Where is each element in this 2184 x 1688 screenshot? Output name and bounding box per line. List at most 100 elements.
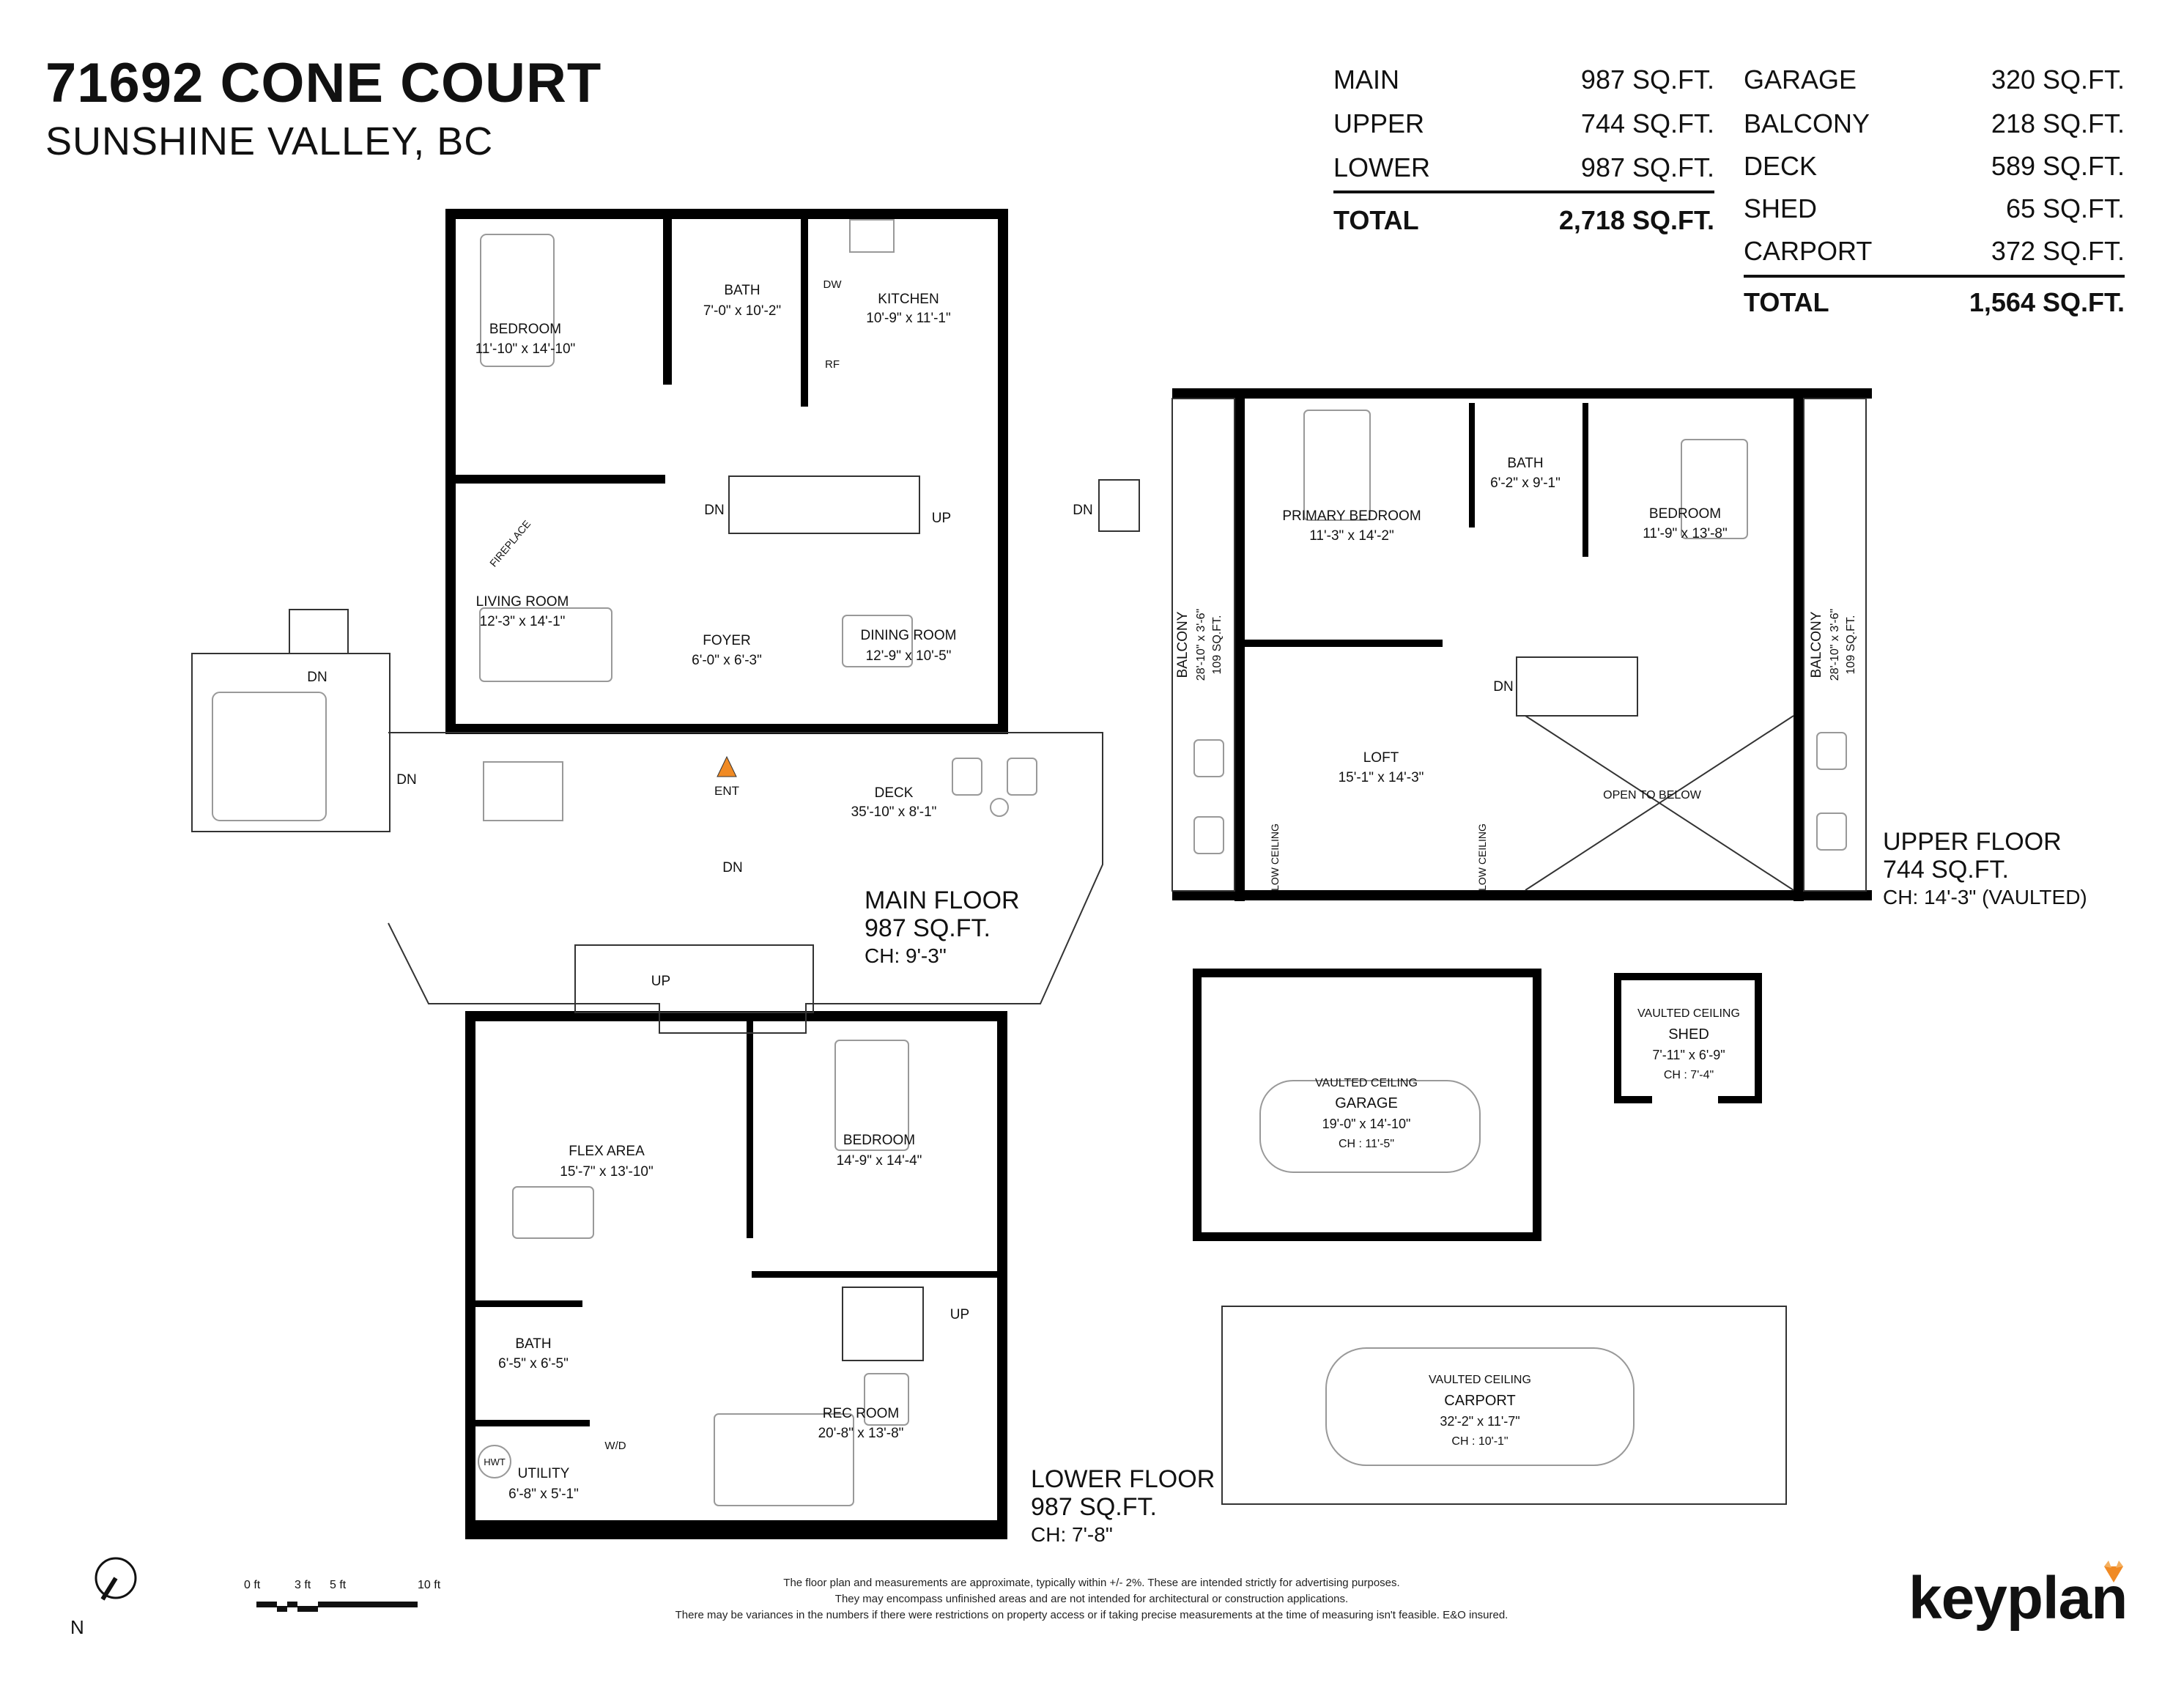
hot-water-tank-label: HWT: [484, 1456, 506, 1467]
summary-label: TOTAL: [1744, 287, 1829, 317]
brand-name: keyplan: [1909, 1565, 2128, 1632]
disclaimer-line: There may be variances in the numbers if…: [675, 1609, 1509, 1621]
chair-icon: [952, 758, 982, 796]
summary-value: 744 SQ.FT.: [1580, 108, 1714, 138]
summary-row-deck: DECK 589 SQ.FT.: [1744, 151, 2125, 186]
svg-text:28'-10" x 3'-6": 28'-10" x 3'-6": [1829, 609, 1841, 681]
balcony-right-outline: [1803, 398, 1867, 892]
sofa-icon: [479, 607, 612, 682]
summary-label: CARPORT: [1744, 236, 1873, 266]
room-name: BEDROOM: [843, 1133, 915, 1148]
room-dims: 12'-9" x 10'-5": [866, 648, 952, 664]
stairs-down-label: DN: [396, 772, 416, 788]
summary-value: 65 SQ.FT.: [2005, 193, 2125, 223]
outbuilding-labels: VAULTED CEILING GARAGE 19'-0" x 14'-10" …: [1315, 1007, 1740, 1448]
floor-name: UPPER FLOOR: [1883, 828, 2062, 856]
room-dims: 10'-9" x 11'-1": [866, 311, 950, 326]
summary-label: UPPER: [1333, 108, 1425, 138]
scale-bar: 0 ft 3 ft 5 ft 10 ft: [244, 1579, 441, 1612]
lower-floor-label: LOWER FLOOR 987 SQ.FT. CH: 7'-8": [1031, 1465, 1215, 1549]
summary-label: SHED: [1744, 193, 1818, 223]
carport-name: CARPORT: [1444, 1393, 1515, 1409]
room-dims: 35'-10" x 8'-1": [851, 804, 937, 820]
hot-water-tank-icon: [478, 1445, 511, 1478]
room-dims: 14'-9" x 14'-4": [837, 1153, 922, 1169]
svg-text:5 ft: 5 ft: [330, 1579, 347, 1591]
floor-ceiling: CH: 7'-8": [1031, 1523, 1113, 1546]
room-name: FOYER: [703, 633, 750, 648]
room-dims: 11'-10" x 14'-10": [475, 341, 576, 357]
outdoor-table-icon: [483, 761, 563, 821]
balcony-left-outline: [1171, 398, 1235, 892]
bed-icon: [1303, 410, 1371, 521]
room-dims: 6'-0" x 6'-3": [692, 653, 762, 668]
room-dims: 20'-8" x 13'-8": [818, 1426, 904, 1441]
garage-dims: 19'-0" x 14'-10": [1322, 1117, 1411, 1131]
fridge-label: RF: [825, 358, 840, 371]
room-name: REC ROOM: [823, 1406, 900, 1421]
floor-ceiling: CH: 14'-3" (VAULTED): [1883, 886, 2087, 908]
hot-tub-icon: [212, 692, 327, 821]
shed-ceiling: CH : 7'-4": [1664, 1069, 1714, 1081]
armchair-icon: [864, 1373, 909, 1426]
sofa-icon: [714, 1413, 854, 1506]
summary-row-garage: GARAGE 320 SQ.FT.: [1744, 64, 2125, 100]
chair-icon: [1193, 816, 1224, 854]
room-dims: 15'-7" x 13'-10": [560, 1164, 653, 1180]
summary-row-shed: SHED 65 SQ.FT.: [1744, 193, 2125, 229]
dining-table-icon: [842, 615, 913, 667]
carport-outline: [1221, 1306, 1787, 1505]
floor-area: 987 SQ.FT.: [865, 914, 991, 942]
stairs-down-label: DN: [1493, 679, 1513, 695]
deck-outline: [388, 732, 1103, 1034]
room-dims: 7'-0" x 10'-2": [703, 303, 781, 319]
svg-text:10 ft: 10 ft: [418, 1579, 441, 1591]
low-ceiling-label: LOW CEILING: [1269, 823, 1281, 891]
disclaimer-line: They may encompass unfinished areas and …: [834, 1593, 1349, 1605]
room-name: PRIMARY BEDROOM: [1282, 508, 1421, 524]
svg-text:3 ft: 3 ft: [295, 1579, 311, 1591]
disclaimer: The floor plan and measurements are appr…: [557, 1575, 1626, 1624]
room-name: BATH: [724, 283, 760, 298]
stairs-up-label: UP: [932, 511, 951, 526]
washer-dryer-label: W/D: [604, 1440, 626, 1452]
exterior-stairs: [574, 944, 814, 1013]
floor-name: MAIN FLOOR: [865, 886, 1020, 914]
carport-dims: 32'-2" x 11'-7": [1440, 1414, 1519, 1429]
room-name: LIVING ROOM: [476, 594, 569, 610]
garage-name: GARAGE: [1335, 1095, 1398, 1111]
loveseat-icon: [512, 1186, 594, 1239]
summary-label: MAIN: [1333, 64, 1399, 95]
room-name: BATH: [1507, 456, 1543, 471]
room-name: DECK: [875, 785, 914, 801]
summary-value: 218 SQ.FT.: [1991, 108, 2125, 138]
bed-icon: [834, 1040, 909, 1151]
summary-divider: [1744, 275, 2125, 278]
side-table-icon: [990, 798, 1009, 817]
room-dims: 6'-2" x 9'-1": [1490, 475, 1561, 491]
shed-dims: 7'-11" x 6'-9": [1652, 1048, 1725, 1062]
room-name: FLEX AREA: [569, 1144, 645, 1159]
open-to-below-label: OPEN TO BELOW: [1603, 789, 1702, 802]
chair-icon: [1007, 758, 1037, 796]
north-arrow-icon: N: [70, 1557, 137, 1638]
car-icon: [1259, 1080, 1481, 1173]
floor-area: 987 SQ.FT.: [1031, 1493, 1157, 1521]
stairs-down-label: DN: [704, 503, 724, 518]
summary-value: 320 SQ.FT.: [1991, 64, 2125, 95]
summary-divider: [1333, 190, 1714, 193]
entry-marker-icon: [717, 755, 737, 777]
summary-label: LOWER: [1333, 152, 1431, 182]
floor-name: LOWER FLOOR: [1031, 1465, 1215, 1493]
summary-label: BALCONY: [1744, 108, 1870, 138]
svg-text:N: N: [70, 1616, 84, 1638]
summary-row-carport: CARPORT 372 SQ.FT.: [1744, 236, 2125, 271]
other-area-summary: GARAGE 320 SQ.FT. BALCONY 218 SQ.FT. DEC…: [1744, 64, 2125, 328]
living-area-summary: MAIN 987 SQ.FT. UPPER 744 SQ.FT. LOWER 9…: [1333, 64, 1714, 255]
summary-label: GARAGE: [1744, 64, 1857, 95]
room-name: KITCHEN: [878, 292, 939, 307]
room-dims: 6'-8" x 5'-1": [508, 1487, 579, 1502]
bed-icon: [1681, 439, 1748, 539]
room-dims: 15'-1" x 14'-3": [1339, 770, 1424, 785]
svg-text:109 SQ.FT.: 109 SQ.FT.: [1845, 615, 1857, 675]
